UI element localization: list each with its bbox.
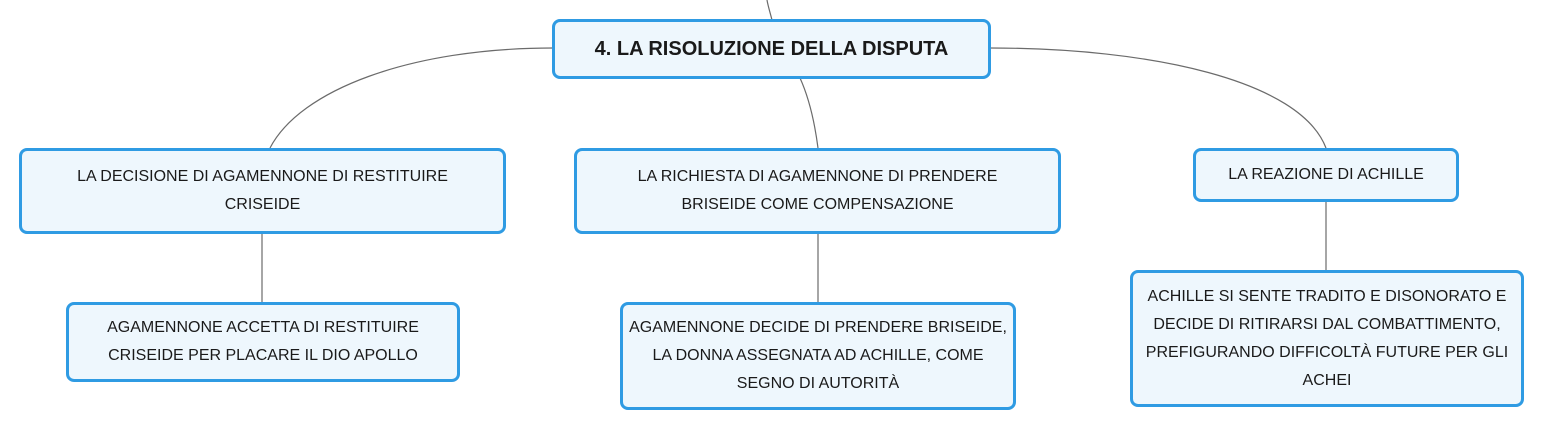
branch-left-detail-label: AGAMENNONE ACCETTA DI RESTITUIRE CRISEID… — [107, 319, 419, 364]
connector-root-to-left — [269, 47, 554, 149]
connector-root-to-center — [799, 77, 819, 149]
branch-center-detail-topic[interactable]: AGAMENNONE DECIDE DI PRENDERE BRISEIDE, … — [620, 302, 1016, 410]
branch-left-label: LA DECISIONE DI AGAMENNONE DI RESTITUIRE… — [77, 168, 448, 213]
branch-center-label: LA RICHIESTA DI AGAMENNONE DI PRENDERE B… — [637, 168, 998, 213]
root-topic[interactable]: 4. LA RISOLUZIONE DELLA DISPUTA — [552, 19, 991, 79]
branch-right-detail-label: ACHILLE SI SENTE TRADITO E DISONORATO E … — [1145, 287, 1509, 389]
branch-left-topic[interactable]: LA DECISIONE DI AGAMENNONE DI RESTITUIRE… — [19, 148, 506, 234]
branch-center-detail-label: AGAMENNONE DECIDE DI PRENDERE BRISEIDE, … — [629, 319, 1007, 392]
branch-right-label: LA REAZIONE DI ACHILLE — [1228, 166, 1424, 183]
branch-left-detail-topic[interactable]: AGAMENNONE ACCETTA DI RESTITUIRE CRISEID… — [66, 302, 460, 382]
connector-parent-to-root — [766, 0, 773, 21]
branch-right-topic[interactable]: LA REAZIONE DI ACHILLE — [1193, 148, 1459, 202]
branch-right-detail-topic[interactable]: ACHILLE SI SENTE TRADITO E DISONORATO E … — [1130, 270, 1524, 407]
root-topic-label: 4. LA RISOLUZIONE DELLA DISPUTA — [594, 38, 949, 60]
connector-root-to-right — [989, 47, 1327, 149]
branch-center-topic[interactable]: LA RICHIESTA DI AGAMENNONE DI PRENDERE B… — [574, 148, 1061, 234]
